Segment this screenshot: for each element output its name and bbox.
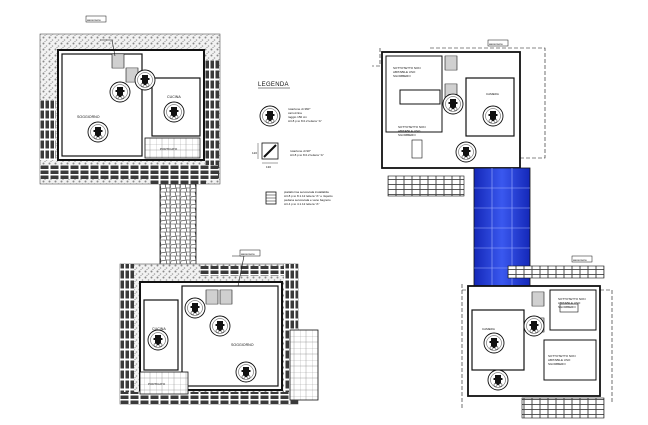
wheelchair-rotation-icon bbox=[259, 105, 281, 127]
room-sottotetto-ru2-line3: SGOMBERO bbox=[398, 133, 416, 137]
legend-title: LEGENDA bbox=[258, 82, 289, 88]
legend-dim-120: 120 bbox=[252, 151, 257, 155]
tag-stair-right-upper: ascensore bbox=[489, 42, 503, 46]
legend-item3-line1: piattaforma servoscala installabile bbox=[284, 190, 329, 194]
room-sottotetto-ru1-line3: SGOMBERO bbox=[393, 74, 411, 78]
room-sottotetto-rl2-line2: ABITABILE USO bbox=[548, 358, 571, 362]
tag-stair-left-upper: ascensore bbox=[87, 18, 101, 22]
room-camera-lower: CAMERA bbox=[482, 327, 495, 331]
room-sottotetto-rl1-line2: ABITABILE USO bbox=[558, 301, 581, 305]
legend-item3-line3: pedana servoscala e vano bagnoto bbox=[284, 198, 331, 202]
room-sottotetto-rl2-line1: SOTTOTETTO NON bbox=[548, 354, 576, 358]
legend-item3-line2: Art.8 p.to 8.1.12 lettera "A" e rispetto bbox=[284, 194, 333, 198]
plan-right-upper: ascensore SOTTOTETTO NON ABITABILE USO S… bbox=[372, 39, 546, 197]
walkway-stone bbox=[150, 172, 206, 275]
room-soggiorno-lower: SOGGIORNO bbox=[231, 343, 254, 347]
room-camera-upper: CAMERA bbox=[486, 92, 499, 96]
room-sottotetto-rl1-line3: SGOMBERO bbox=[558, 305, 576, 309]
legend-item1-line4: Art.8 p.to 8.0.2 lettera "A" bbox=[288, 119, 322, 123]
room-sottotetto-ru1-line2: ABITABILE USO bbox=[393, 70, 416, 74]
room-sottotetto-rl2-line3: SGOMBERO bbox=[548, 362, 566, 366]
legend-item2-line1: rotazione di 90° bbox=[290, 149, 312, 153]
legend-dim-130: 130 bbox=[266, 165, 271, 169]
room-sottotetto-ru2-line2: ABITABILE USO bbox=[398, 129, 421, 133]
room-cucina-upper: CUCINA bbox=[167, 95, 181, 99]
legend-item1-line3: raggio 150 cm bbox=[288, 115, 308, 119]
tag-stair-left-lower: ascensore bbox=[241, 252, 255, 256]
legend-item3-line4: Art.4 p.to 4.1.12 lettera "A" bbox=[284, 202, 319, 206]
room-sottotetto-rl1-line1: SOTTOTETTO NON bbox=[558, 297, 586, 301]
elevator-platform-icon bbox=[265, 191, 277, 205]
legend-item2-line2: Art.8 p.to 8.0.2 lettera "A" bbox=[290, 153, 324, 157]
room-sottotetto-ru2-line1: SOTTOTETTO NON bbox=[398, 125, 426, 129]
plan-right-lower: ascensore SOTTOTETTO NON ABITABILE USO S… bbox=[461, 255, 613, 419]
room-portico-lower: PORTICATO bbox=[148, 382, 166, 386]
legend-item1-line2: carrozzina bbox=[288, 111, 302, 115]
room-sottotetto-ru1-line1: SOTTOTETTO NON bbox=[393, 66, 421, 70]
room-cucina-lower: CUCINA bbox=[152, 327, 166, 331]
legend-item1-line1: rotazione di 360° bbox=[288, 107, 311, 111]
wheelchair-rotation-90-icon bbox=[257, 142, 279, 164]
legend: LEGENDA rotazione di 360° carrozzina rag… bbox=[252, 82, 333, 206]
plan-left-upper: ascensore SOGGIORNO CUCINA PORTICATO bbox=[39, 15, 221, 185]
room-portico-upper: PORTICATO bbox=[160, 147, 178, 151]
plan-left-lower: ascensore CUCINA SOGGIORNO PORTICATO bbox=[119, 249, 319, 405]
tag-stair-right-lower: ascensore bbox=[573, 258, 587, 262]
room-soggiorno-upper: SOGGIORNO bbox=[77, 115, 100, 119]
